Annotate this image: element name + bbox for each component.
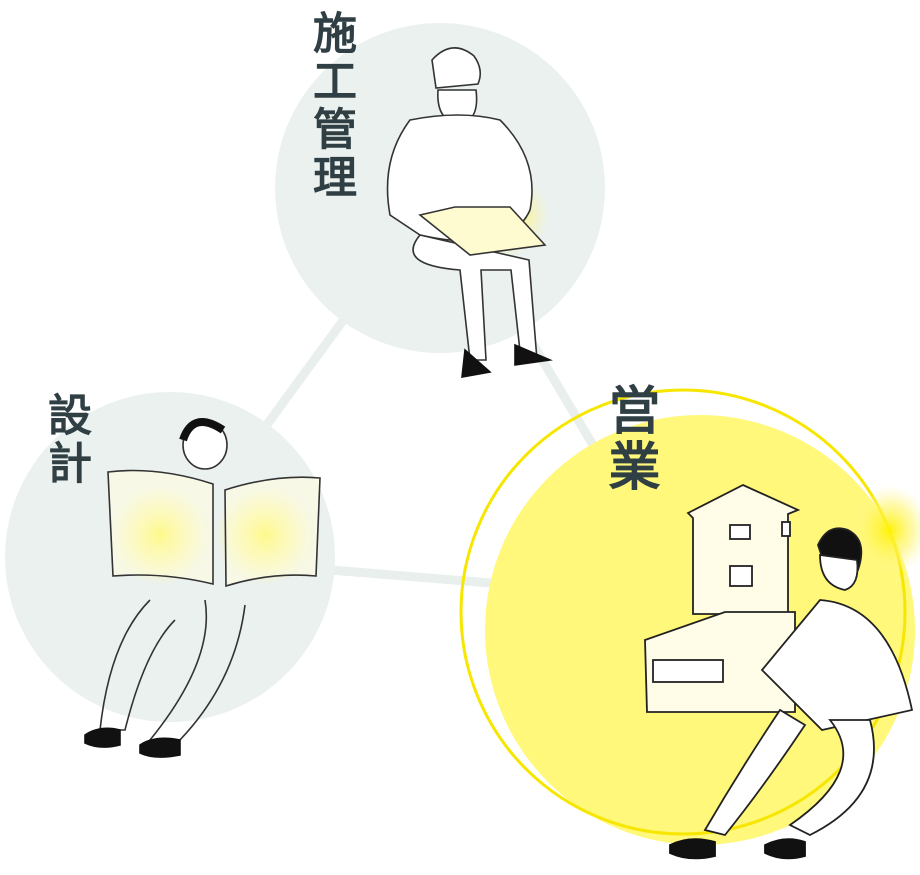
role-node-sales[interactable] — [459, 388, 920, 860]
salesperson-illustration — [644, 484, 914, 860]
role-node-design[interactable] — [5, 392, 335, 758]
role-node-construction-management[interactable] — [275, 23, 605, 378]
construction-worker-illustration — [386, 47, 553, 378]
designer-illustration — [84, 418, 321, 758]
role-label-construction-management: 施工管理 — [305, 10, 356, 202]
role-label-sales: 営業 — [599, 383, 659, 495]
role-label-design: 設計 — [40, 392, 91, 488]
